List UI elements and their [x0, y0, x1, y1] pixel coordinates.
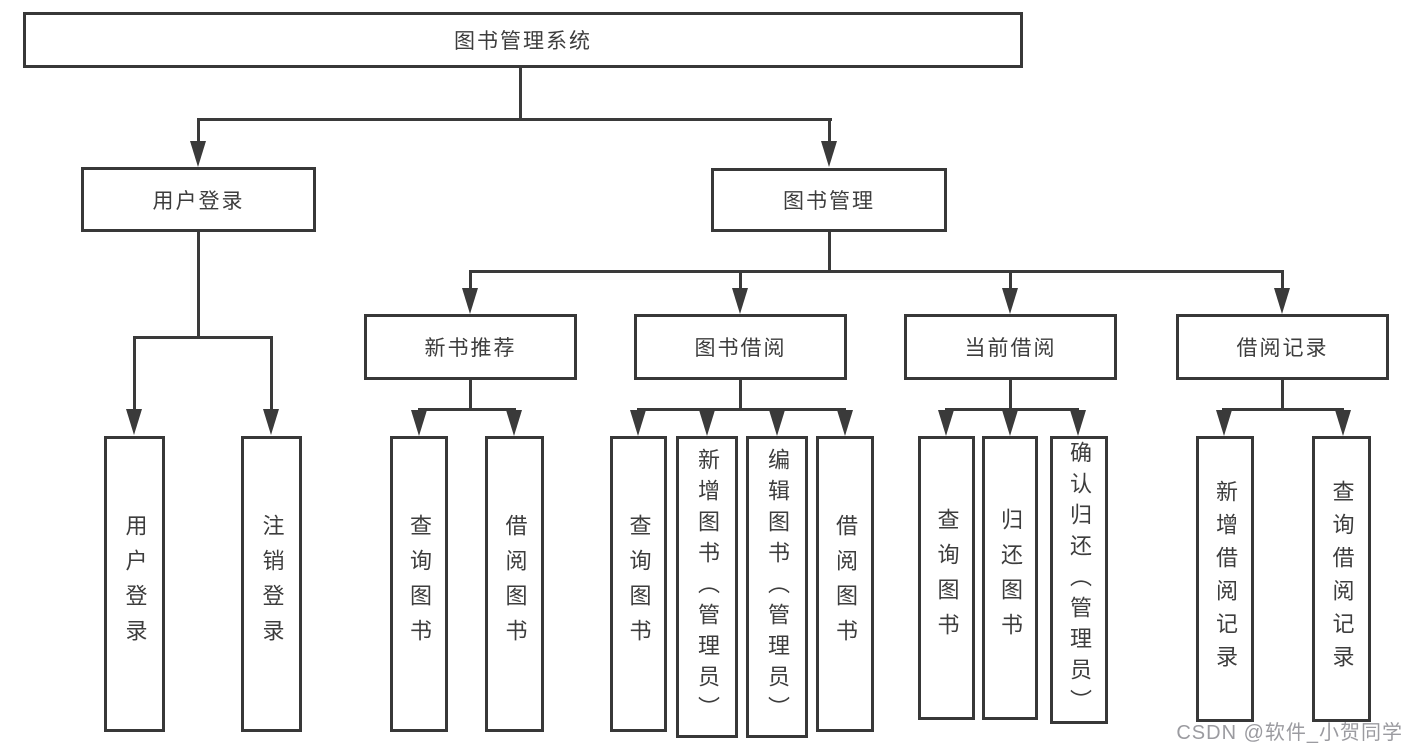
connector-line — [828, 118, 831, 146]
arrowhead-icon — [1070, 410, 1086, 436]
leaf-borrow-books: 借阅图书 — [485, 436, 544, 732]
connector-line — [197, 118, 200, 146]
connector-line — [418, 408, 516, 411]
leaf-query-borrow-record: 查询借阅记录 — [1312, 436, 1371, 722]
connector-line — [1222, 408, 1344, 411]
connector-line — [133, 336, 136, 411]
arrowhead-icon — [506, 410, 522, 436]
connector-line — [469, 380, 472, 410]
arrowhead-icon — [263, 409, 279, 435]
node-label: 用户登录 — [152, 189, 245, 213]
node-label: 当前借阅 — [964, 337, 1057, 360]
connector-line — [945, 408, 1079, 411]
connector-line — [1009, 270, 1012, 290]
connector-line — [519, 68, 522, 118]
arrowhead-icon — [938, 410, 954, 436]
arrowhead-icon — [769, 410, 785, 436]
arrowhead-icon — [837, 410, 853, 436]
connector-line — [270, 336, 273, 411]
node-label: 图书管理系统 — [454, 30, 592, 53]
connector-line — [1281, 270, 1284, 290]
node-book-management-branch: 图书管理 — [711, 168, 947, 232]
arrowhead-icon — [732, 288, 748, 314]
leaf-label: 查询图书 — [626, 514, 652, 654]
node-label: 图书管理 — [783, 190, 875, 213]
leaf-user-login: 用户登录 — [104, 436, 165, 732]
node-book-borrowing: 图书借阅 — [634, 314, 847, 380]
leaf-add-borrow-record: 新增借阅记录 — [1196, 436, 1254, 722]
arrowhead-icon — [1335, 410, 1351, 436]
leaf-add-books-admin: 新增图书（管理员） — [676, 436, 738, 738]
leaf-label: 新增借阅记录 — [1213, 480, 1238, 678]
connector-line — [739, 380, 742, 410]
leaf-label: 用户登录 — [122, 514, 148, 654]
leaf-label: 查询图书 — [934, 508, 960, 648]
arrowhead-icon — [1274, 288, 1290, 314]
connector-line — [469, 270, 472, 290]
arrowhead-icon — [190, 141, 206, 167]
leaf-confirm-return-admin: 确认归还（管理员） — [1050, 436, 1108, 724]
node-current-borrowing: 当前借阅 — [904, 314, 1117, 380]
arrowhead-icon — [821, 141, 837, 167]
leaf-label: 注销登录 — [259, 514, 285, 654]
connector-line — [739, 270, 742, 290]
node-borrowing-records: 借阅记录 — [1176, 314, 1389, 380]
leaf-label: 借阅图书 — [833, 514, 858, 654]
connector-line — [133, 336, 273, 339]
leaf-label: 借阅图书 — [502, 514, 528, 654]
arrowhead-icon — [411, 410, 427, 436]
arrowhead-icon — [1216, 410, 1232, 436]
node-user-login-branch: 用户登录 — [81, 167, 316, 232]
leaf-borrow-books: 借阅图书 — [816, 436, 874, 732]
leaf-label: 新增图书（管理员） — [695, 447, 720, 727]
node-label: 借阅记录 — [1236, 337, 1329, 360]
leaf-return-books: 归还图书 — [982, 436, 1038, 720]
arrowhead-icon — [699, 410, 715, 436]
leaf-logout: 注销登录 — [241, 436, 302, 732]
leaf-query-books: 查询图书 — [610, 436, 667, 732]
arrowhead-icon — [462, 288, 478, 314]
leaf-label: 查询借阅记录 — [1329, 480, 1355, 678]
leaf-label: 归还图书 — [998, 508, 1023, 648]
connector-line — [197, 118, 832, 121]
connector-line — [828, 232, 831, 273]
arrowhead-icon — [126, 409, 142, 435]
leaf-edit-books-admin: 编辑图书（管理员） — [746, 436, 808, 738]
connector-line — [197, 232, 200, 339]
arrowhead-icon — [1002, 288, 1018, 314]
connector-line — [637, 408, 846, 411]
connector-line — [1281, 380, 1284, 410]
arrowhead-icon — [630, 410, 646, 436]
connector-line — [1009, 380, 1012, 410]
leaf-query-books: 查询图书 — [918, 436, 975, 720]
leaf-label: 编辑图书（管理员） — [765, 447, 790, 727]
leaf-label: 查询图书 — [407, 514, 432, 654]
node-label: 图书借阅 — [694, 337, 787, 360]
node-label: 新书推荐 — [424, 337, 517, 360]
csdn-watermark: CSDN @软件_小贺同学 — [1176, 722, 1403, 744]
leaf-label: 确认归还（管理员） — [1067, 440, 1092, 720]
node-new-book-recommend: 新书推荐 — [364, 314, 577, 380]
leaf-query-books: 查询图书 — [390, 436, 448, 732]
arrowhead-icon — [1002, 410, 1018, 436]
node-library-management-system: 图书管理系统 — [23, 12, 1023, 68]
connector-line — [469, 270, 1284, 273]
